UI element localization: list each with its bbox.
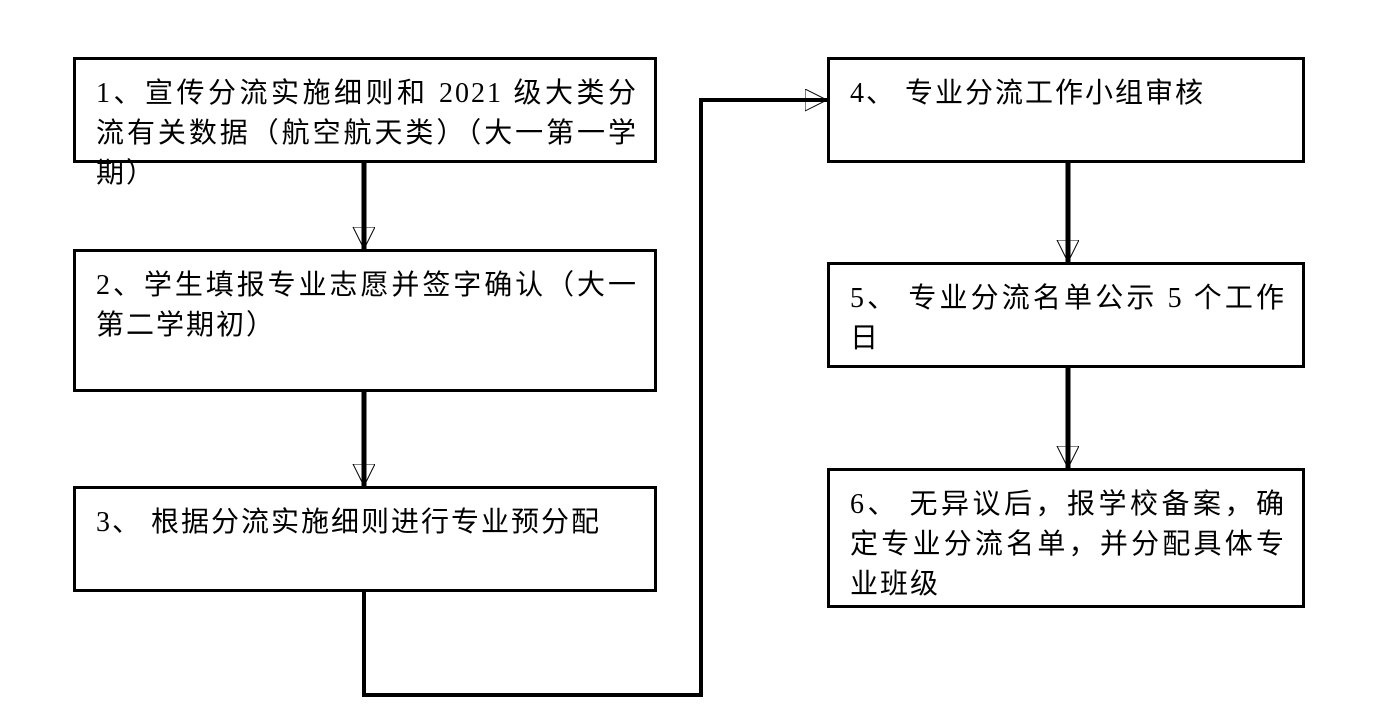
flow-box-step-4: 4、 专业分流工作小组审核 — [827, 57, 1305, 163]
flow-box-step-5-label: 5、 专业分流名单公示 5 个工作日 — [850, 283, 1286, 354]
flow-box-step-2-label: 2、学生填报专业志愿并签字确认（大一第二学期初） — [96, 270, 638, 341]
flow-box-step-5: 5、 专业分流名单公示 5 个工作日 — [827, 262, 1305, 368]
flow-box-step-6: 6、 无异议后，报学校备案，确定专业分流名单，并分配具体专业班级 — [827, 468, 1305, 608]
flow-box-step-3: 3、 根据分流实施细则进行专业预分配 — [73, 486, 657, 592]
flow-box-step-1-label: 1、宣传分流实施细则和 2021 级大类分流有关数据（航空航天类）（大一第一学期… — [96, 78, 638, 189]
flow-box-step-4-label: 4、 专业分流工作小组审核 — [850, 78, 1206, 109]
flow-box-step-2: 2、学生填报专业志愿并签字确认（大一第二学期初） — [73, 249, 657, 392]
connector-step3-to-step4 — [362, 100, 827, 697]
flow-box-step-1: 1、宣传分流实施细则和 2021 级大类分流有关数据（航空航天类）（大一第一学期… — [73, 57, 657, 189]
flow-box-step-3-label: 3、 根据分流实施细则进行专业预分配 — [96, 507, 602, 538]
flow-box-step-6-label: 6、 无异议后，报学校备案，确定专业分流名单，并分配具体专业班级 — [850, 489, 1286, 600]
